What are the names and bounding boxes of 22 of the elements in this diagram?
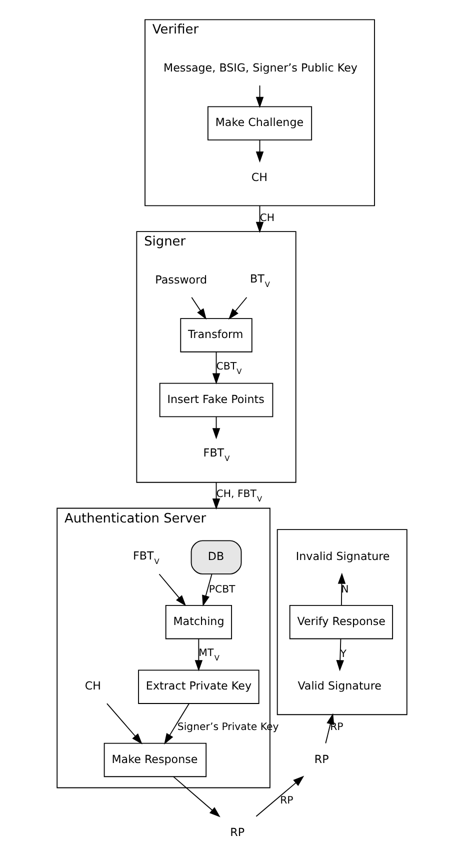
node-label: Authentication Server bbox=[64, 511, 206, 526]
edge-label: N bbox=[341, 584, 349, 596]
node-text: Password bbox=[155, 273, 208, 286]
node-text: BT$_{V}$ bbox=[250, 272, 270, 290]
node-text: Message, BSIG, Signer’s Public Key bbox=[164, 62, 358, 75]
node-text: Invalid Signature bbox=[296, 550, 390, 564]
edge-label: CH bbox=[260, 213, 274, 224]
node-text: Valid Signature bbox=[298, 680, 382, 693]
node-label: Verifier bbox=[152, 22, 199, 38]
node-text: RP bbox=[230, 826, 245, 839]
node-text: FBT$_{V}$ bbox=[132, 549, 160, 566]
node-label: Signer bbox=[144, 234, 186, 250]
edge-label: CH, FBT$_{V}$ bbox=[216, 488, 262, 504]
node-text: CH bbox=[84, 680, 101, 693]
edge-label: CBT$_{V}$ bbox=[216, 361, 242, 376]
edge-label: MT$_{V}$ bbox=[198, 648, 220, 663]
node-text: FBT$_{V}$ bbox=[203, 446, 230, 464]
node-text: RP bbox=[314, 752, 329, 766]
node-text: CH bbox=[251, 170, 268, 184]
edge-label: Y bbox=[340, 649, 346, 660]
edge-label: RP bbox=[280, 795, 294, 806]
edge-label: PCBT bbox=[208, 584, 236, 596]
